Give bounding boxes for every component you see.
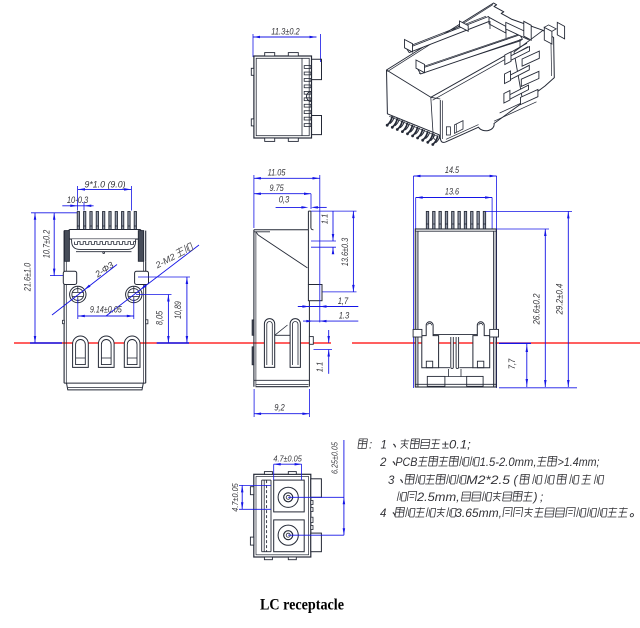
svg-text:2: 2: [379, 457, 387, 469]
svg-text:10,89: 10,89: [173, 301, 183, 319]
svg-text:13.6: 13.6: [445, 187, 459, 197]
svg-text:11.3±0.2: 11.3±0.2: [271, 27, 300, 38]
svg-text:29.2±0.4: 29.2±0.4: [554, 284, 564, 316]
svg-text:±0.1;: ±0.1;: [442, 440, 471, 452]
svg-text:1.3: 1.3: [339, 310, 350, 320]
svg-text:PCB: PCB: [395, 455, 417, 469]
svg-text:1: 1: [381, 440, 387, 452]
svg-text:10-0.3: 10-0.3: [67, 195, 88, 205]
svg-text:4.7±0.05: 4.7±0.05: [230, 483, 240, 512]
svg-text:2.5mm,: 2.5mm,: [416, 490, 460, 504]
svg-text:11.05: 11.05: [268, 168, 287, 178]
svg-text::: :: [369, 440, 372, 452]
svg-text:1.5-2.0mm,: 1.5-2.0mm,: [480, 455, 537, 469]
svg-text:;: ;: [540, 490, 543, 504]
svg-text:9*1.0 (9.0): 9*1.0 (9.0): [85, 180, 126, 190]
svg-text:1,7: 1,7: [338, 296, 349, 306]
svg-text:21.6±1.0: 21.6±1.0: [23, 263, 33, 292]
svg-text:3.65mm,: 3.65mm,: [455, 506, 502, 520]
svg-text:LC receptacle: LC receptacle: [260, 597, 344, 614]
svg-text:9.75: 9.75: [270, 183, 285, 193]
svg-text:14.5: 14.5: [445, 165, 460, 175]
svg-text:M2*2.5: M2*2.5: [466, 473, 510, 487]
svg-text:4: 4: [380, 508, 386, 520]
svg-text:7,7: 7,7: [507, 358, 517, 369]
svg-text:1.1: 1.1: [315, 361, 325, 372]
svg-text:9.14±0.05: 9.14±0.05: [90, 305, 123, 315]
svg-text:13.6±0.3: 13.6±0.3: [340, 238, 350, 266]
svg-text:8,05: 8,05: [155, 310, 165, 325]
svg-text:10.7±0.2: 10.7±0.2: [42, 230, 52, 258]
svg-text:6.25±0.05: 6.25±0.05: [330, 442, 340, 474]
svg-text:(: (: [514, 473, 520, 487]
svg-text:): ): [532, 490, 538, 504]
svg-text:3: 3: [388, 475, 395, 487]
svg-text:1.1: 1.1: [320, 213, 330, 224]
svg-text:0,3: 0,3: [279, 194, 290, 204]
svg-text:26.6±0.2: 26.6±0.2: [531, 294, 541, 326]
svg-text:>1.4mm;: >1.4mm;: [558, 455, 600, 469]
svg-text:4.7±0.05: 4.7±0.05: [273, 454, 302, 464]
svg-text:9,2: 9,2: [274, 403, 285, 413]
